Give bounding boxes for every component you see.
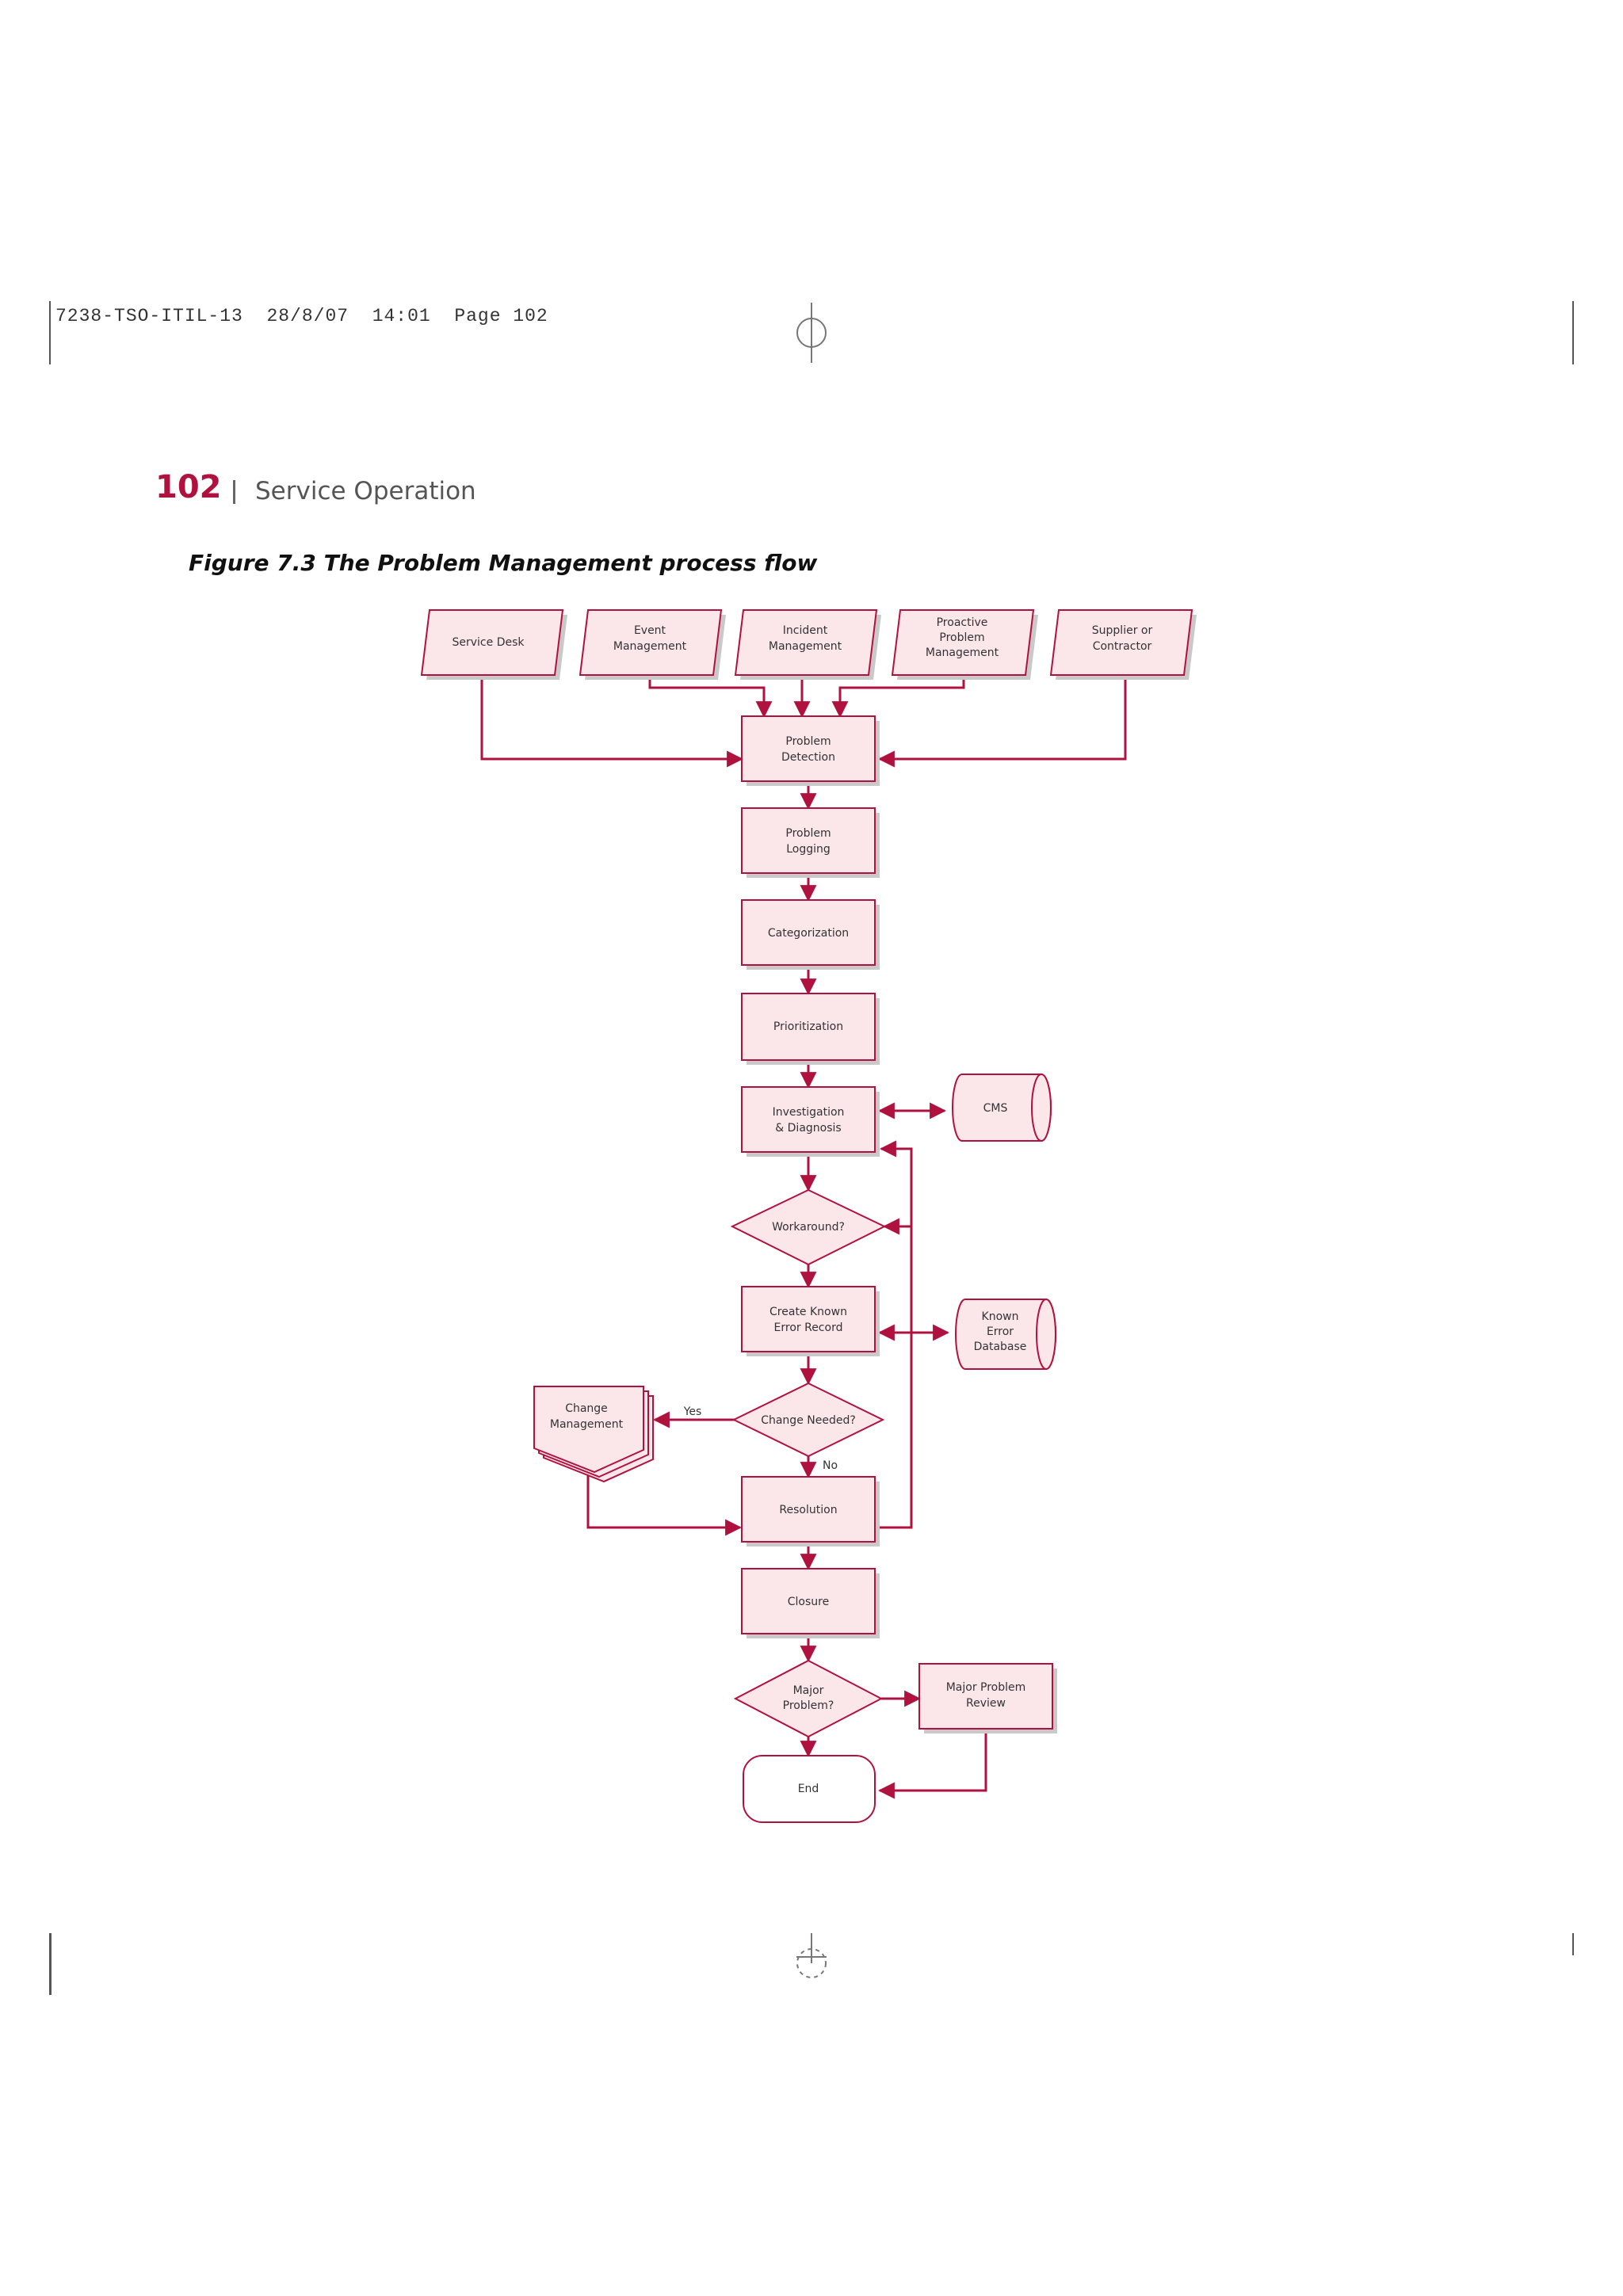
node-label: Resolution (779, 1504, 837, 1516)
edge-supplier-to-detection (877, 675, 1127, 768)
node-label: Workaround? (772, 1221, 845, 1234)
node-service-desk: Service Desk (420, 609, 567, 680)
node-categorization: Categorization (741, 899, 880, 970)
node-label: Closure (788, 1596, 829, 1608)
page-number: 102 (155, 469, 222, 505)
slug-page: Page 102 (454, 306, 548, 326)
edge-label-yes: Yes (683, 1405, 702, 1418)
node-investigation-diagnosis: Investigation& Diagnosis (741, 1086, 880, 1157)
slug-time: 14:01 (372, 306, 431, 326)
node-resolution: Resolution (741, 1476, 880, 1547)
print-slug: 7238-TSO-ITIL-13 28/8/07 14:01 Page 102 (55, 306, 548, 326)
node-label: Categorization (768, 927, 849, 940)
edge-change-mgmt-to-resolution (586, 1475, 743, 1536)
crop-mark-bottom-right (1572, 1933, 1574, 1955)
edge-label-no: No (823, 1459, 838, 1472)
node-label: Investigation& Diagnosis (773, 1106, 845, 1135)
node-cms-database: CMS (952, 1074, 1052, 1142)
node-change-needed-decision: Change Needed? (731, 1382, 885, 1458)
edge-review-to-end (877, 1732, 987, 1799)
crop-mark-bottom-left (49, 1933, 52, 1995)
edge-service-desk-to-detection (480, 675, 744, 768)
slug-date: 28/8/07 (266, 306, 349, 326)
crop-mark-top-left (49, 301, 51, 364)
connectors (480, 675, 1127, 1799)
node-label: Prioritization (773, 1020, 843, 1033)
figure-title: Figure 7.3 The Problem Management proces… (189, 550, 818, 576)
node-label: Change Needed? (761, 1414, 856, 1427)
registration-mark-top (796, 303, 827, 363)
crop-mark-top-right (1572, 301, 1574, 364)
edge-event-to-detection (648, 675, 773, 719)
node-workaround-decision: Workaround? (730, 1188, 887, 1266)
section-title: Service Operation (255, 477, 476, 505)
slug-code: 7238-TSO-ITIL-13 (55, 306, 243, 326)
node-closure: Closure (741, 1568, 880, 1638)
edge-resolution-loop (879, 1140, 913, 1529)
node-prioritization: Prioritization (741, 993, 880, 1065)
edge-proactive-to-detection (831, 675, 965, 719)
registration-mark-bottom (796, 1933, 827, 1978)
node-label: Service Desk (453, 636, 525, 649)
node-label: End (798, 1783, 819, 1795)
header-divider (233, 480, 235, 504)
node-end: End (743, 1755, 876, 1823)
node-label: CMS (983, 1102, 1008, 1115)
